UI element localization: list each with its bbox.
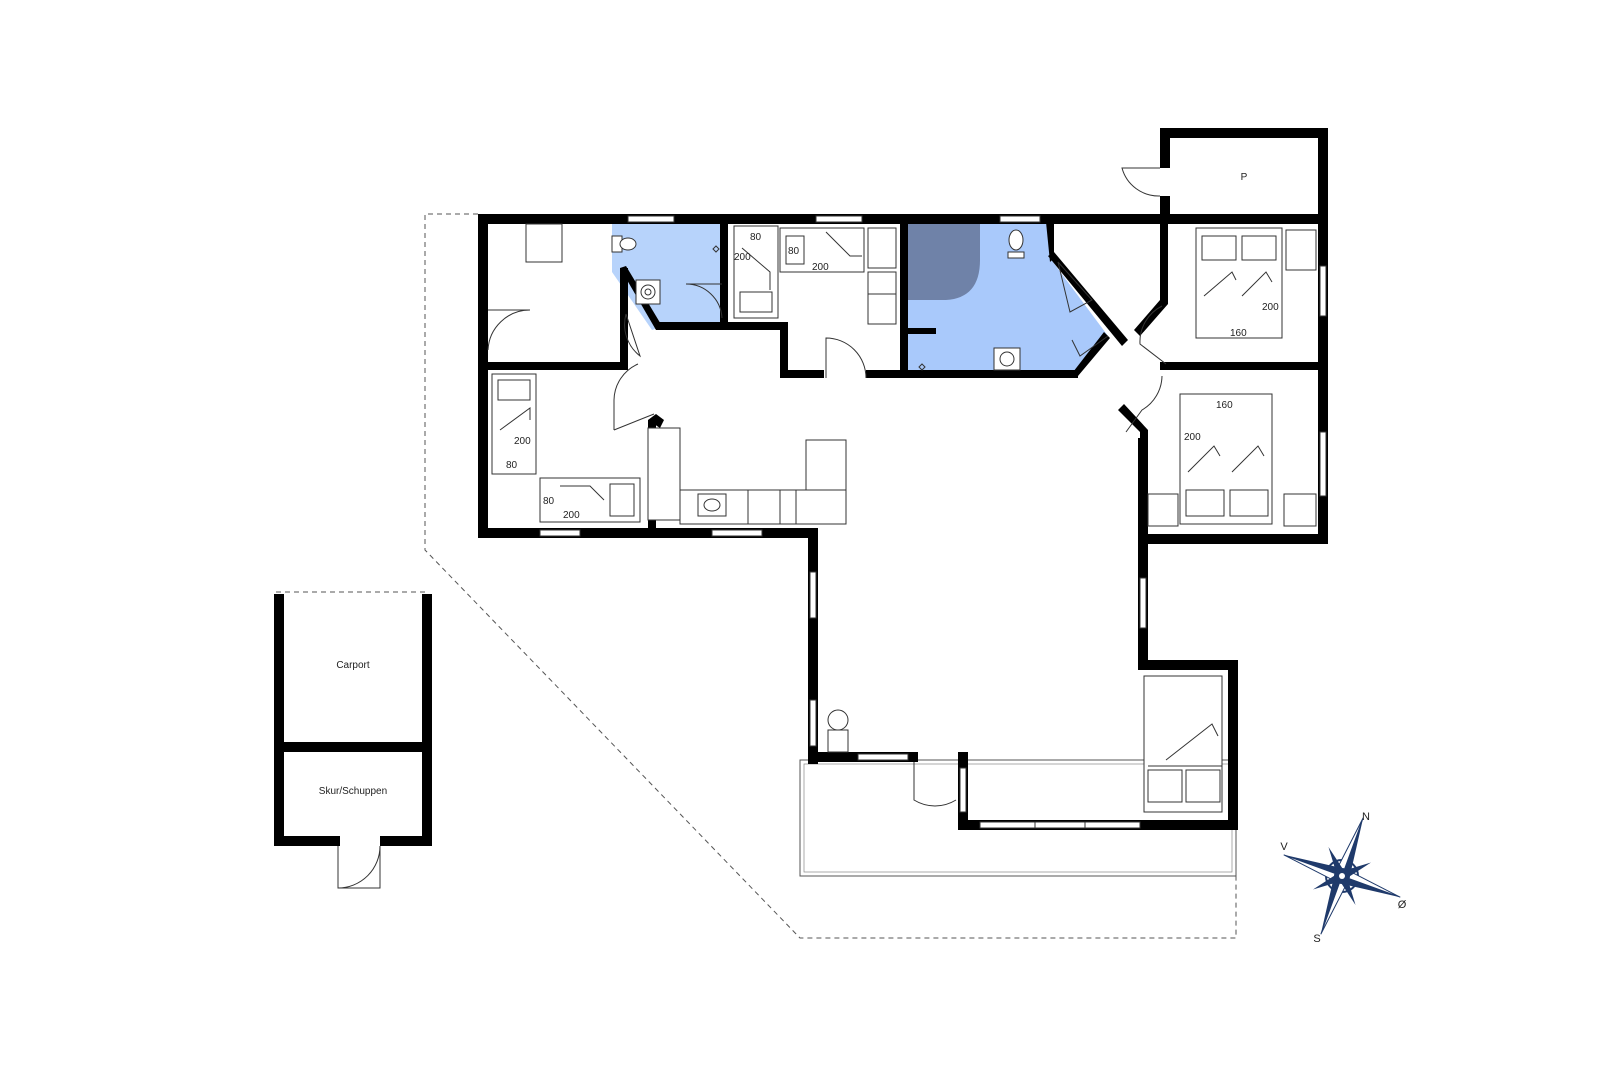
bed-right-top	[1195, 227, 1283, 339]
carport-label: Carport	[336, 660, 370, 671]
bed-dim-left-b-h: 200	[563, 510, 580, 521]
spa-area	[906, 224, 980, 300]
doors	[337, 167, 1167, 889]
bed-dim-mid2-w: 80	[788, 246, 800, 257]
bed-dim-mid-w: 80	[750, 232, 762, 243]
compass-west-label: V	[1280, 841, 1288, 853]
bed-left-vertical	[491, 373, 537, 475]
carport-building: Carport Skur/Schuppen	[274, 591, 432, 846]
bed-dim-left-b-w: 80	[543, 496, 555, 507]
compass-rose	[1283, 817, 1401, 935]
bed-mid-horizontal	[779, 227, 865, 273]
bed-dim-mid2-h: 200	[812, 262, 829, 273]
compass-east-label: Ø	[1398, 899, 1407, 911]
bathroom-2	[904, 222, 1108, 376]
bed-dimensions: 80 200 80 200 200 80 80 200 200 160 160 …	[506, 232, 1279, 521]
room-label-p: P	[1241, 172, 1248, 183]
bed-dim-mid-h: 200	[734, 252, 751, 263]
bed-dim-left-a-w: 80	[506, 460, 518, 471]
bed-dim-right-top-w: 160	[1230, 328, 1247, 339]
beds	[491, 225, 1283, 813]
compass-south-label: S	[1313, 933, 1320, 945]
bed-dim-right-mid-h: 200	[1184, 432, 1201, 443]
windows	[539, 215, 1327, 829]
fixtures	[525, 223, 1317, 753]
compass-north-label: N	[1362, 811, 1370, 823]
bed-dim-left-a-h: 200	[514, 436, 531, 447]
shed-label: Skur/Schuppen	[319, 786, 387, 797]
bed-dim-right-top-h: 200	[1262, 302, 1279, 313]
bed-dim-right-mid-w: 160	[1216, 400, 1233, 411]
bed-mid-vertical	[733, 225, 779, 319]
bed-right-mid	[1179, 393, 1273, 525]
bed-alcove	[1143, 675, 1223, 813]
bed-left-horizontal	[539, 477, 641, 523]
